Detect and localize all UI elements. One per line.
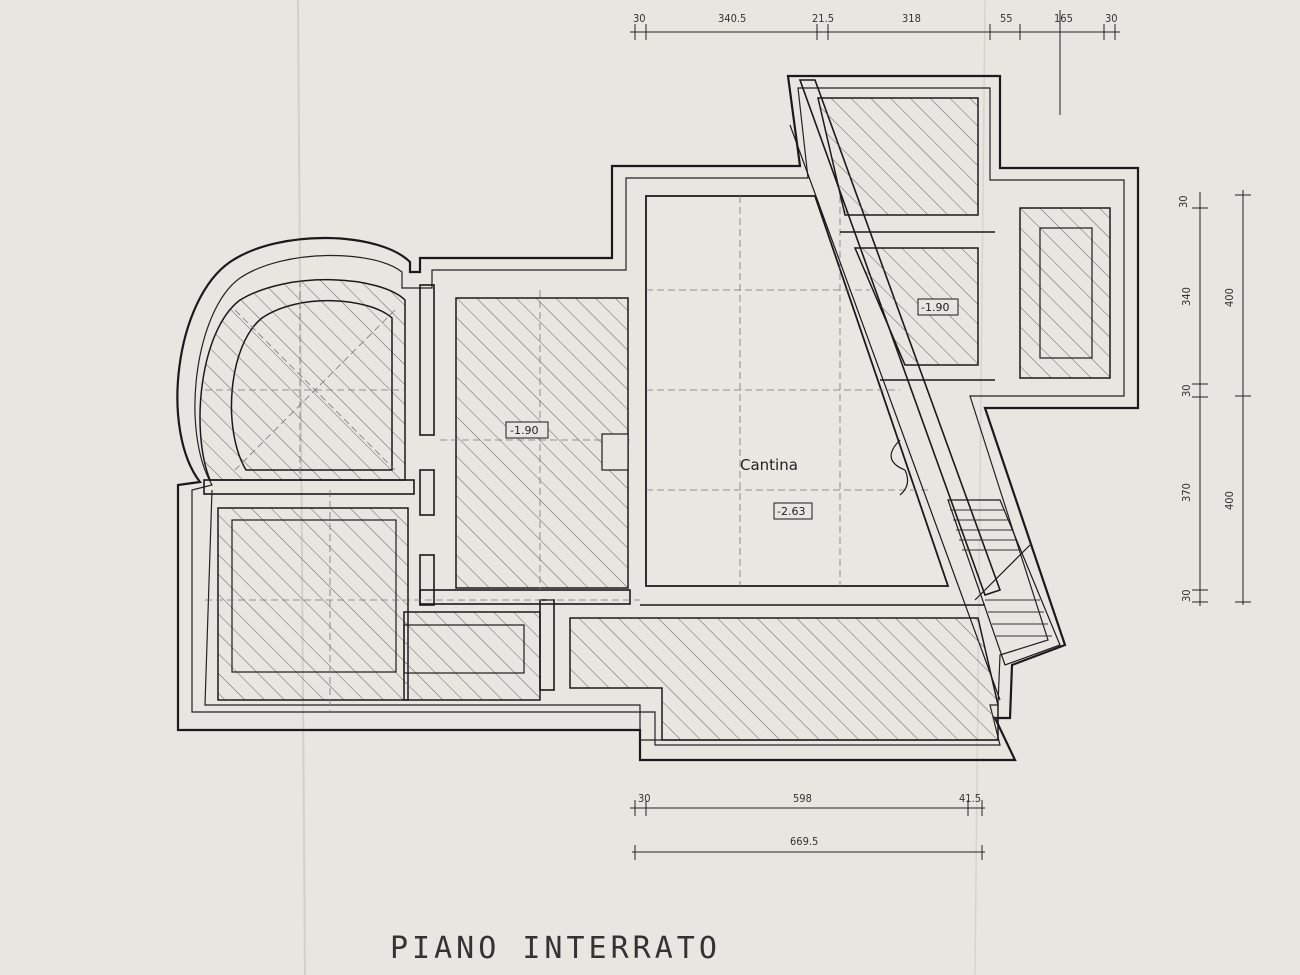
dim-right-2: 340 <box>1180 287 1193 306</box>
dim-right-4: 370 <box>1180 483 1193 502</box>
dim-top-2: 340.5 <box>718 12 746 25</box>
bottom-dimension-lines: 30 598 41.5 669.5 <box>630 792 985 860</box>
dim-right-5: 30 <box>1180 589 1193 602</box>
right-dimension-lines: 30 340 30 370 30 400 400 <box>1177 190 1251 606</box>
dim-bottom-2: 598 <box>793 792 812 805</box>
level-left-room: -1.90 <box>510 424 538 437</box>
paper-fold <box>297 0 306 975</box>
dim-bottom-1: 30 <box>638 792 651 805</box>
top-dimension-line: 30 340.5 21.5 318 55 165 30 <box>630 10 1120 115</box>
dim-right-outer-1: 400 <box>1223 288 1236 307</box>
floor-plan: -1.90 Cantina -2.63 -1.90 <box>176 74 1140 762</box>
drawing-title: PIANO INTERRATO <box>390 931 721 966</box>
dim-right-1: 30 <box>1177 195 1190 208</box>
level-right-room: -1.90 <box>921 301 949 314</box>
dim-right-3: 30 <box>1180 384 1193 397</box>
dim-right-outer-2: 400 <box>1223 491 1236 510</box>
dim-bottom-3: 41.5 <box>959 792 981 805</box>
dim-top-7: 30 <box>1105 12 1118 25</box>
dim-bottom-total: 669.5 <box>790 835 818 848</box>
dim-top-1: 30 <box>633 12 646 25</box>
level-cantina: -2.63 <box>777 505 805 518</box>
dim-top-5: 55 <box>1000 12 1013 25</box>
paper-fold <box>974 0 986 975</box>
dim-top-6: 165 <box>1054 12 1073 25</box>
dim-top-4: 318 <box>902 12 921 25</box>
staircase <box>947 499 1061 666</box>
room-label-cantina: Cantina <box>740 456 798 474</box>
dim-top-3: 21.5 <box>812 12 834 25</box>
